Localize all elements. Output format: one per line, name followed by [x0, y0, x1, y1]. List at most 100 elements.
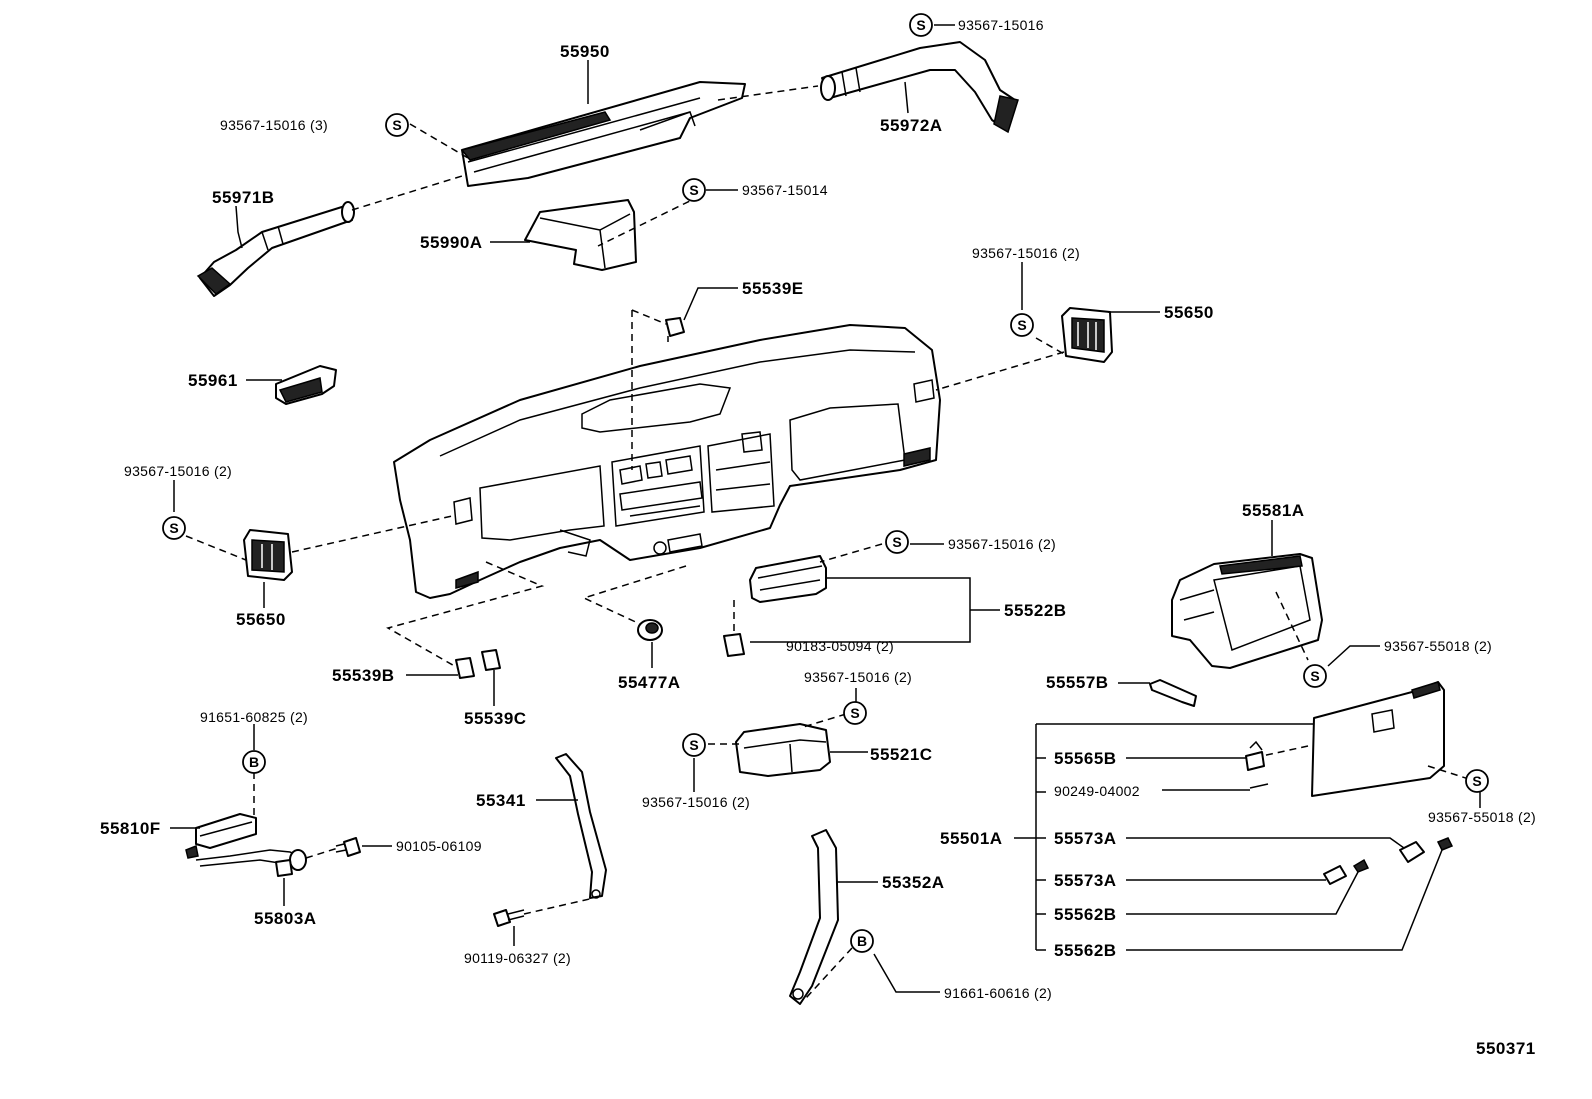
label-90105-06109: 90105-06109: [396, 838, 482, 854]
label-93567-15016-2-bottom: 93567-15016 (2): [642, 794, 750, 810]
screw-symbol-55990A: S: [682, 178, 706, 202]
label-55803A: 55803A: [254, 909, 317, 928]
label-93567-55018-2-lower: 93567-55018 (2): [1428, 809, 1536, 825]
part-55961-vent: [275, 365, 337, 405]
svg-text:S: S: [689, 182, 698, 198]
part-55650-right-register: [1061, 307, 1113, 363]
part-55810F-heater-control: [185, 813, 257, 859]
screw-symbol-pocket-upper: S: [843, 701, 867, 725]
screw-symbol-cup-holder: S: [885, 530, 909, 554]
label-55521C: 55521C: [870, 745, 933, 764]
label-93567-15016-2-left: 93567-15016 (2): [124, 463, 232, 479]
svg-text:S: S: [1472, 773, 1481, 789]
label-55501A: 55501A: [940, 829, 1003, 848]
label-90183-05094: 90183-05094 (2): [786, 638, 894, 654]
label-93567-15016-top: 93567-15016: [958, 17, 1044, 33]
label-55522B: 55522B: [1004, 601, 1067, 620]
part-55477A-knob: [637, 619, 663, 641]
part-55650-left-register: [243, 529, 293, 581]
label-55650-right: 55650: [1164, 303, 1214, 322]
label-91661-60616: 91661-60616 (2): [944, 985, 1052, 1001]
part-55573A-stopper-2: [1323, 865, 1347, 885]
part-55950-defroster-nozzle: [460, 81, 746, 187]
label-91651-60825: 91651-60825 (2): [200, 709, 308, 725]
bolt-symbol-heater: B: [242, 750, 266, 774]
assembly-dashed-lines: [185, 85, 1473, 999]
screw-symbol-55950: S: [385, 113, 409, 137]
part-instrument-panel: [393, 324, 941, 599]
label-93567-15016-3: 93567-15016 (3): [220, 117, 328, 133]
part-labels: 55950 93567-15016 93567-15016 (3) 55972A…: [100, 17, 1536, 1058]
label-55565B: 55565B: [1054, 749, 1117, 768]
label-93567-55018-2-upper: 93567-55018 (2): [1384, 638, 1492, 654]
screw-symbol-top: S: [909, 13, 933, 37]
label-55810F: 55810F: [100, 819, 161, 838]
screw-symbol-glove-box: S: [1303, 664, 1327, 688]
svg-text:S: S: [689, 737, 698, 753]
part-55562B-cushion-2: [1436, 837, 1454, 851]
svg-text:S: S: [169, 520, 178, 536]
label-55950: 55950: [560, 42, 610, 61]
label-55573A-1: 55573A: [1054, 829, 1117, 848]
label-55539E: 55539E: [742, 279, 804, 298]
screw-symbol-pocket-lower: S: [682, 733, 706, 757]
part-55521C-pocket: [735, 723, 831, 777]
part-55972A-side-duct: [820, 41, 1019, 134]
label-55557B: 55557B: [1046, 673, 1109, 692]
svg-text:S: S: [1017, 317, 1026, 333]
part-55341-brace: [555, 753, 607, 899]
label-55972A: 55972A: [880, 116, 943, 135]
label-55562B-1: 55562B: [1054, 905, 1117, 924]
label-55961: 55961: [188, 371, 238, 390]
part-55581A-glove-box: [1171, 553, 1323, 669]
svg-text:B: B: [249, 754, 259, 770]
part-90119-06327-bolt: [493, 909, 525, 927]
part-glove-box-door: [1311, 681, 1445, 797]
label-55539B: 55539B: [332, 666, 395, 685]
label-93567-15016-2-mid: 93567-15016 (2): [948, 536, 1056, 552]
label-55539C: 55539C: [464, 709, 527, 728]
part-55573A-stopper-1: [1399, 841, 1425, 863]
part-90105-06109-bolt: [335, 837, 361, 857]
part-55539C-clip: [481, 649, 501, 671]
svg-text:S: S: [916, 17, 925, 33]
svg-text:S: S: [1310, 668, 1319, 684]
label-55477A: 55477A: [618, 673, 681, 692]
part-55557B-hinge: [1149, 679, 1197, 707]
label-90249-04002: 90249-04002: [1054, 783, 1140, 799]
part-55539E-clip: [665, 317, 685, 342]
part-55990A-center-nozzle: [524, 199, 637, 271]
label-55990A: 55990A: [420, 233, 483, 252]
part-55562B-cushion-1: [1352, 858, 1370, 873]
label-55581A: 55581A: [1242, 501, 1305, 520]
label-93567-15014: 93567-15014: [742, 182, 828, 198]
leader-lines: [170, 24, 1481, 993]
label-55562B-2: 55562B: [1054, 941, 1117, 960]
svg-text:S: S: [850, 705, 859, 721]
label-55650-left: 55650: [236, 610, 286, 629]
part-55522B-cup-holder: [749, 555, 827, 603]
label-93567-15016-2-right: 93567-15016 (2): [972, 245, 1080, 261]
part-55539B-clip: [455, 657, 475, 679]
svg-text:B: B: [857, 933, 867, 949]
diagram-number: 550371: [1476, 1039, 1536, 1058]
part-55803A-cable: [195, 849, 307, 877]
screw-symbol-door: S: [1465, 769, 1489, 793]
part-90249-04002-pin: [1249, 783, 1269, 789]
part-90183-05094-clip: [723, 633, 745, 657]
screw-symbol-left-register: S: [162, 516, 186, 540]
label-55352A: 55352A: [882, 873, 945, 892]
part-55565B-lock: [1245, 740, 1265, 771]
label-55341: 55341: [476, 791, 526, 810]
label-55573A-2: 55573A: [1054, 871, 1117, 890]
part-55352A-brace: [789, 829, 839, 1005]
label-55971B: 55971B: [212, 188, 275, 207]
svg-text:S: S: [392, 117, 401, 133]
bolt-symbol-brace: B: [850, 929, 874, 953]
svg-text:S: S: [892, 534, 901, 550]
screw-symbol-right-register: S: [1010, 313, 1034, 337]
label-90119-06327: 90119-06327 (2): [464, 950, 571, 966]
label-93567-15016-2-lower: 93567-15016 (2): [804, 669, 912, 685]
part-55971B-side-duct: [196, 201, 355, 297]
